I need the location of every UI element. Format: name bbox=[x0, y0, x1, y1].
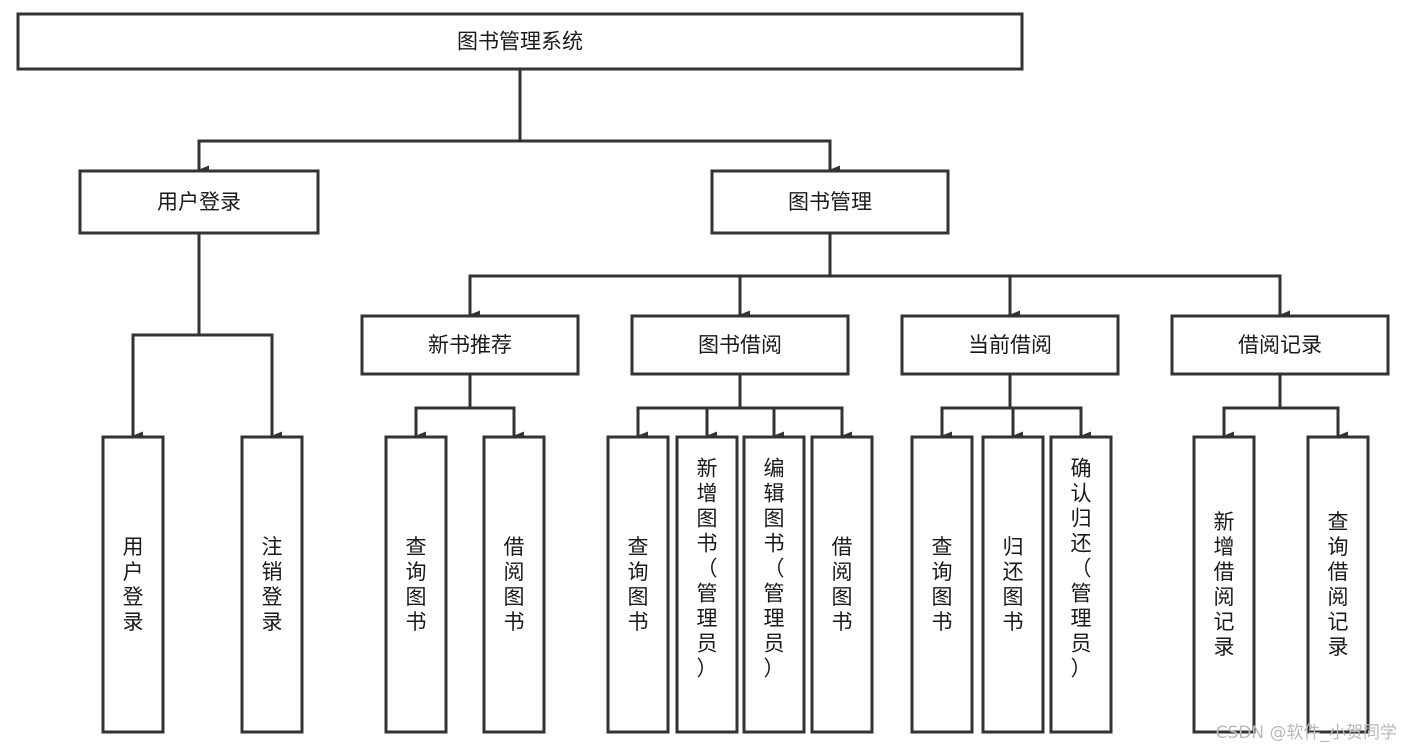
node-box[interactable] bbox=[1306, 435, 1370, 734]
edge-userlogin-to-leaves bbox=[131, 231, 282, 441]
node-box[interactable] bbox=[900, 314, 1120, 376]
edge-1-to-leaves bbox=[414, 372, 524, 441]
node-level2-1[interactable]: 用户登录 bbox=[78, 169, 320, 235]
node-level3-1[interactable]: 新书推荐 bbox=[360, 314, 580, 376]
edge-4-to-leaves bbox=[1222, 372, 1348, 441]
node-level3-2[interactable]: 图书借阅 bbox=[630, 314, 850, 376]
node-label: 查询借阅记录 bbox=[1328, 510, 1349, 659]
node-leaf-9[interactable]: 查询图书 bbox=[910, 435, 974, 734]
node-box[interactable] bbox=[675, 435, 739, 734]
node-box[interactable] bbox=[240, 435, 304, 734]
node-box[interactable] bbox=[1170, 314, 1390, 376]
node-box[interactable] bbox=[482, 435, 546, 734]
node-label: 图书借阅 bbox=[698, 333, 782, 357]
nodes-layer: 图书管理系统用户登录图书管理新书推荐图书借阅当前借阅借阅记录用户登录注销登录查询… bbox=[16, 12, 1390, 734]
node-level3-3[interactable]: 当前借阅 bbox=[900, 314, 1120, 376]
node-leaf-5[interactable]: 查询图书 bbox=[606, 435, 670, 734]
node-box[interactable] bbox=[910, 435, 974, 734]
node-label: 新增图书（管理员） bbox=[697, 457, 718, 681]
node-box[interactable] bbox=[78, 169, 320, 235]
node-leaf-8[interactable]: 借阅图书 bbox=[810, 435, 874, 734]
node-box[interactable] bbox=[606, 435, 670, 734]
node-box[interactable] bbox=[16, 12, 1024, 71]
node-leaf-13[interactable]: 查询借阅记录 bbox=[1306, 435, 1370, 734]
node-box[interactable] bbox=[742, 435, 806, 734]
node-leaf-10[interactable]: 归还图书 bbox=[981, 435, 1045, 734]
node-label: 用户登录 bbox=[157, 190, 241, 214]
node-label: 查询图书 bbox=[932, 535, 953, 634]
node-label: 确认归还（管理员） bbox=[1071, 457, 1092, 681]
node-box[interactable] bbox=[981, 435, 1045, 734]
node-label: 查询图书 bbox=[406, 535, 427, 634]
node-leaf-11[interactable]: 确认归还（管理员） bbox=[1049, 435, 1113, 734]
node-label: 新增借阅记录 bbox=[1214, 510, 1235, 659]
node-box[interactable] bbox=[1192, 435, 1256, 734]
edge-root-to-level2 bbox=[197, 67, 840, 175]
node-box[interactable] bbox=[360, 314, 580, 376]
node-label: 用户登录 bbox=[123, 535, 144, 634]
node-label: 归还图书 bbox=[1003, 535, 1024, 634]
node-box[interactable] bbox=[1049, 435, 1113, 734]
edges-layer bbox=[131, 67, 1348, 441]
edge-bookmgmt-to-level3 bbox=[468, 231, 1290, 320]
node-box[interactable] bbox=[384, 435, 448, 734]
node-label: 注销登录 bbox=[262, 535, 283, 634]
node-leaf-7[interactable]: 编辑图书（管理员） bbox=[742, 435, 806, 734]
node-label: 借阅图书 bbox=[832, 535, 853, 634]
node-level2-2[interactable]: 图书管理 bbox=[710, 169, 950, 235]
edge-2-to-leaves bbox=[636, 372, 852, 441]
node-leaf-1[interactable]: 用户登录 bbox=[101, 435, 165, 734]
node-label: 图书管理系统 bbox=[457, 30, 583, 54]
node-leaf-12[interactable]: 新增借阅记录 bbox=[1192, 435, 1256, 734]
node-box[interactable] bbox=[101, 435, 165, 734]
node-leaf-3[interactable]: 查询图书 bbox=[384, 435, 448, 734]
node-label: 查询图书 bbox=[628, 535, 649, 634]
node-leaf-2[interactable]: 注销登录 bbox=[240, 435, 304, 734]
node-label: 当前借阅 bbox=[968, 333, 1052, 357]
node-level3-4[interactable]: 借阅记录 bbox=[1170, 314, 1390, 376]
edge-3-to-leaves bbox=[940, 372, 1091, 441]
node-label: 新书推荐 bbox=[428, 333, 512, 357]
node-box[interactable] bbox=[810, 435, 874, 734]
node-label: 编辑图书（管理员） bbox=[764, 457, 785, 681]
node-leaf-6[interactable]: 新增图书（管理员） bbox=[675, 435, 739, 734]
node-box[interactable] bbox=[630, 314, 850, 376]
node-label: 图书管理 bbox=[788, 190, 872, 214]
node-label: 借阅图书 bbox=[504, 535, 525, 634]
node-root-system[interactable]: 图书管理系统 bbox=[16, 12, 1024, 71]
node-leaf-4[interactable]: 借阅图书 bbox=[482, 435, 546, 734]
node-box[interactable] bbox=[710, 169, 950, 235]
node-label: 借阅记录 bbox=[1238, 333, 1322, 357]
